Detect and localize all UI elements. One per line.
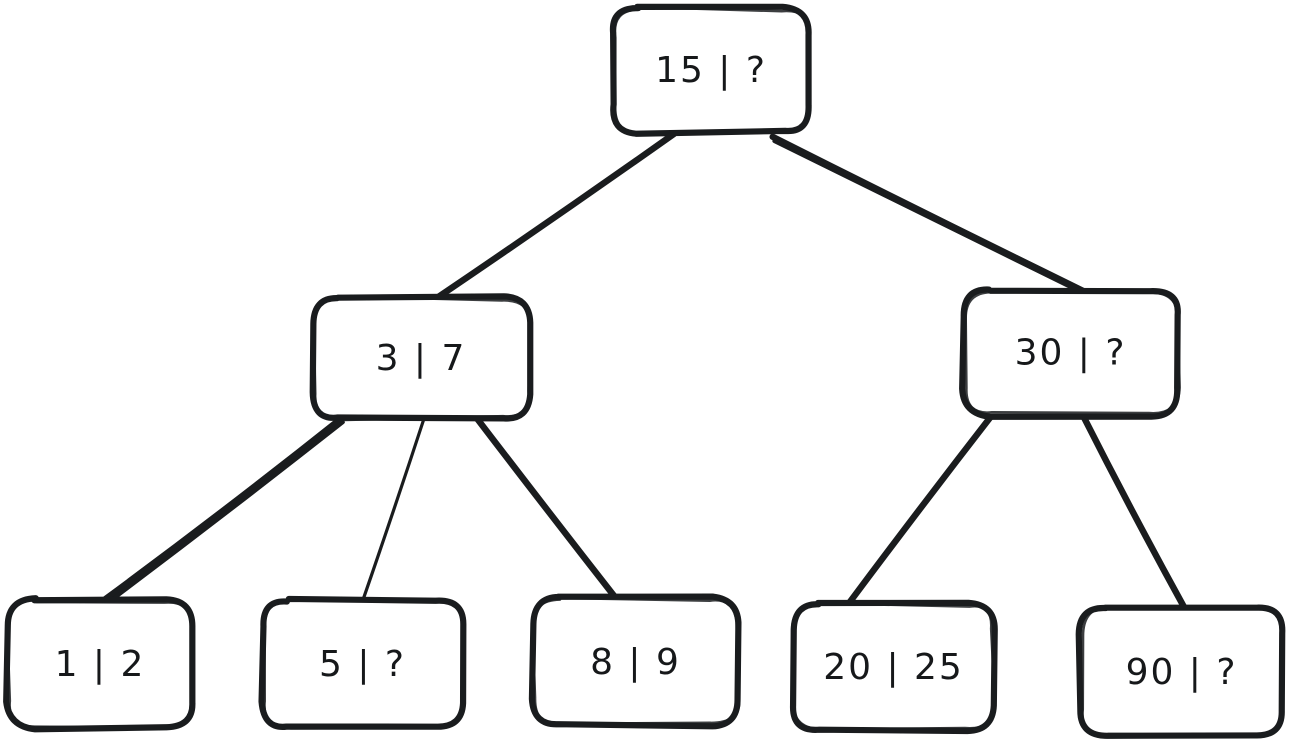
tree-edge: [769, 133, 1088, 297]
tree-edge: [102, 415, 345, 606]
edge-stroke: [102, 415, 344, 603]
node-label: 1 | 2: [55, 644, 146, 685]
edge-stroke-overdraw: [772, 139, 1088, 297]
node-outline: [789, 599, 998, 735]
node-fill: [533, 598, 738, 726]
tree-edge: [436, 130, 678, 300]
node-outline: [959, 286, 1181, 420]
node-fill: [1080, 608, 1283, 736]
tree-node[interactable]: 30 | ?: [959, 286, 1181, 420]
node-outline-overdraw: [312, 294, 532, 422]
tree-node[interactable]: 1 | 2: [3, 595, 196, 733]
node-outline-overdraw: [964, 290, 1181, 415]
node-fill: [793, 603, 994, 731]
tree-edge: [474, 415, 622, 605]
edge-stroke: [845, 411, 996, 607]
edge-stroke: [436, 130, 678, 300]
node-outline-overdraw: [613, 5, 811, 135]
node-label: 15 | ?: [655, 50, 767, 91]
tree-edge: [845, 411, 996, 607]
node-fill: [8, 600, 192, 728]
node-label: 90 | ?: [1126, 652, 1238, 693]
edge-stroke: [769, 133, 1088, 295]
tree-node[interactable]: 3 | 7: [309, 293, 534, 422]
node-outline-overdraw: [790, 601, 997, 731]
node-label: 20 | 25: [823, 647, 964, 688]
node-label: 3 | 7: [376, 338, 467, 379]
edge-stroke: [360, 415, 427, 604]
tree-edge: [1079, 411, 1189, 613]
nodes-layer: 15 | ? 3 | 7 30 | ? 1 | 2 5 | ? 8 | 9 20 | 25 9…: [3, 3, 1286, 739]
node-outline-overdraw: [5, 598, 195, 730]
edge-stroke: [1079, 411, 1189, 613]
tree-node[interactable]: 5 | ?: [258, 595, 467, 730]
node-outline-overdraw: [531, 596, 741, 726]
node-fill: [963, 290, 1178, 415]
edge-stroke: [474, 415, 622, 605]
node-label: 8 | 9: [590, 642, 681, 683]
tree-edge: [360, 415, 427, 604]
tree-node[interactable]: 90 | ?: [1075, 604, 1286, 739]
node-label: 5 | ?: [319, 644, 406, 685]
node-outline-overdraw: [1081, 605, 1285, 739]
edge-stroke-overdraw: [105, 420, 345, 606]
node-fill: [312, 297, 530, 419]
tree-node[interactable]: 8 | 9: [528, 593, 742, 730]
node-outline-overdraw: [263, 598, 466, 730]
node-fill: [262, 600, 463, 728]
tree-node[interactable]: 20 | 25: [789, 599, 998, 735]
node-label: 30 | ?: [1015, 333, 1127, 374]
node-fill: [612, 8, 810, 132]
edges-layer: [102, 130, 1189, 613]
tree-node[interactable]: 15 | ?: [609, 3, 812, 137]
